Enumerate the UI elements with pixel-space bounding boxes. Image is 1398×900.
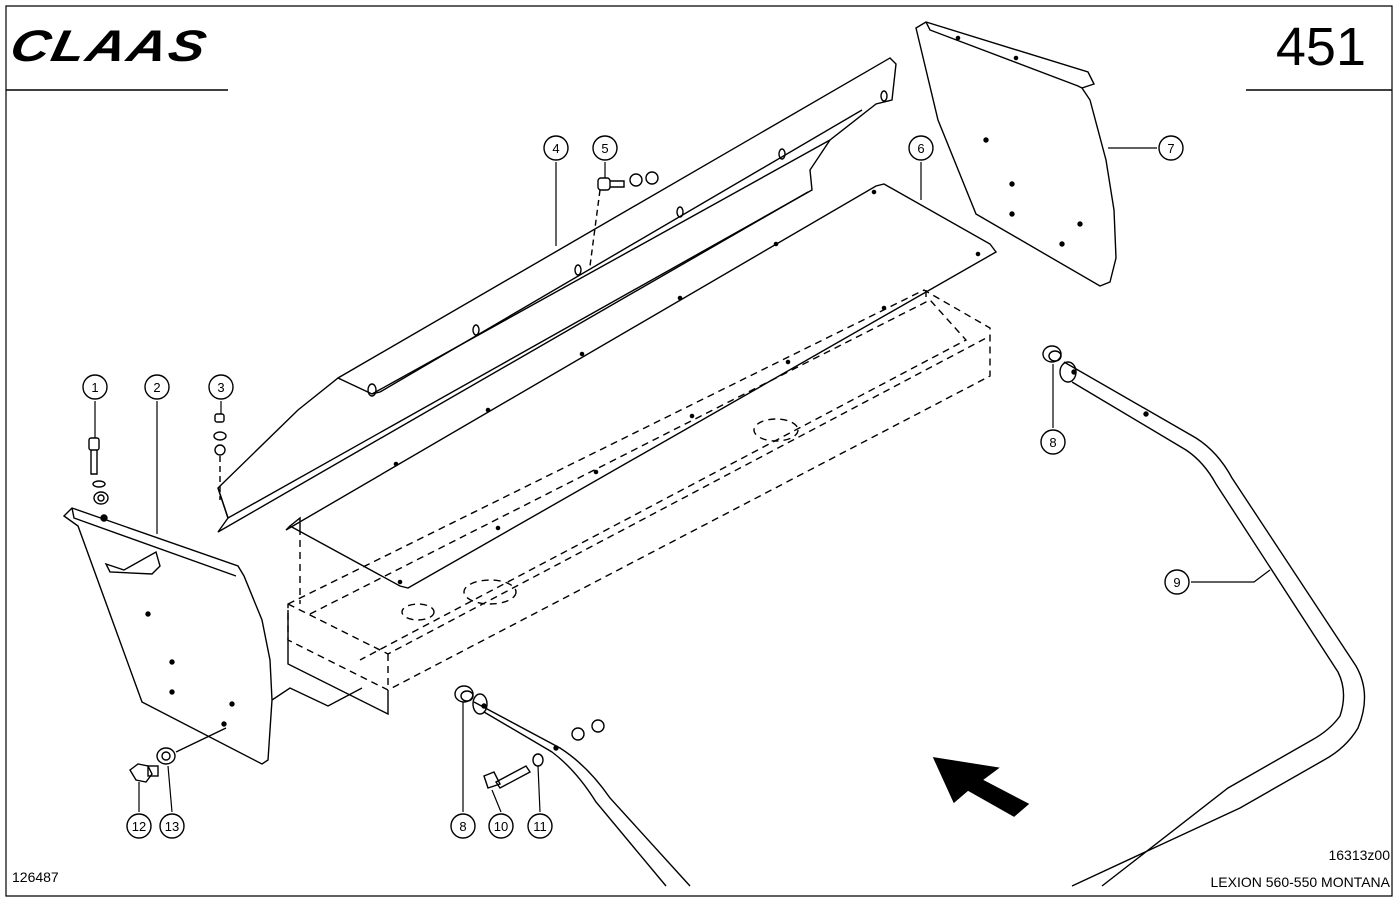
page-number: 451 <box>1275 17 1366 77</box>
hardware-1 <box>88 437 109 522</box>
callout-5: 5 <box>592 135 618 161</box>
callout-10: 10 <box>488 813 514 839</box>
hardware-12-13 <box>129 727 227 783</box>
callout-8-lower: 8 <box>450 813 476 839</box>
drawing-number: 126487 <box>12 869 59 885</box>
leader-2-bracket <box>271 687 363 707</box>
callout-9: 9 <box>1164 569 1190 595</box>
callout-4: 4 <box>543 135 569 161</box>
callout-8-lower-label: 8 <box>459 819 466 834</box>
callout-13-label: 13 <box>165 819 179 834</box>
callout-balloons: 1 2 3 4 5 6 7 8 9 8 10 11 12 13 <box>82 135 1190 839</box>
callout-12-label: 12 <box>132 819 146 834</box>
direction-arrow <box>932 757 1030 817</box>
callout-11: 11 <box>527 813 553 839</box>
hidden-frame-box <box>287 289 991 691</box>
callout-9-label: 9 <box>1173 575 1180 590</box>
callout-leaders <box>94 147 1271 813</box>
callout-11-label: 11 <box>533 819 547 834</box>
frame-front-edge <box>287 610 389 716</box>
figure-code: 16313z00 <box>1328 847 1390 863</box>
model-name: LEXION 560-550 MONTANA <box>1210 874 1390 890</box>
part-9-tube-lower <box>472 693 691 887</box>
callout-12: 12 <box>126 813 152 839</box>
part-4-cover <box>217 57 897 533</box>
callout-1-label: 1 <box>91 380 98 395</box>
callout-6-label: 6 <box>917 141 924 156</box>
callout-6: 6 <box>908 135 934 161</box>
part-2-shield <box>62 507 273 765</box>
part-6-plate <box>285 183 998 589</box>
callout-7: 7 <box>1158 135 1184 161</box>
callout-8-upper-label: 8 <box>1049 435 1056 450</box>
part-7-shield <box>915 21 1117 287</box>
callout-3: 3 <box>208 374 234 400</box>
part-8-caps <box>454 345 1062 703</box>
hardware-10-11 <box>483 719 605 789</box>
hardware-5 <box>589 171 659 267</box>
callout-13: 13 <box>159 813 185 839</box>
callout-10-label: 10 <box>494 819 508 834</box>
callout-2: 2 <box>144 374 170 400</box>
callout-8-upper: 8 <box>1040 429 1066 455</box>
callout-3-label: 3 <box>217 380 224 395</box>
part-9-tube <box>1059 361 1366 887</box>
hardware-3 <box>213 413 227 500</box>
callout-2-label: 2 <box>153 380 160 395</box>
border-frame <box>5 5 1393 897</box>
callout-7-label: 7 <box>1167 141 1174 156</box>
callout-4-label: 4 <box>552 141 559 156</box>
callout-5-label: 5 <box>601 141 608 156</box>
callout-1: 1 <box>82 374 108 400</box>
